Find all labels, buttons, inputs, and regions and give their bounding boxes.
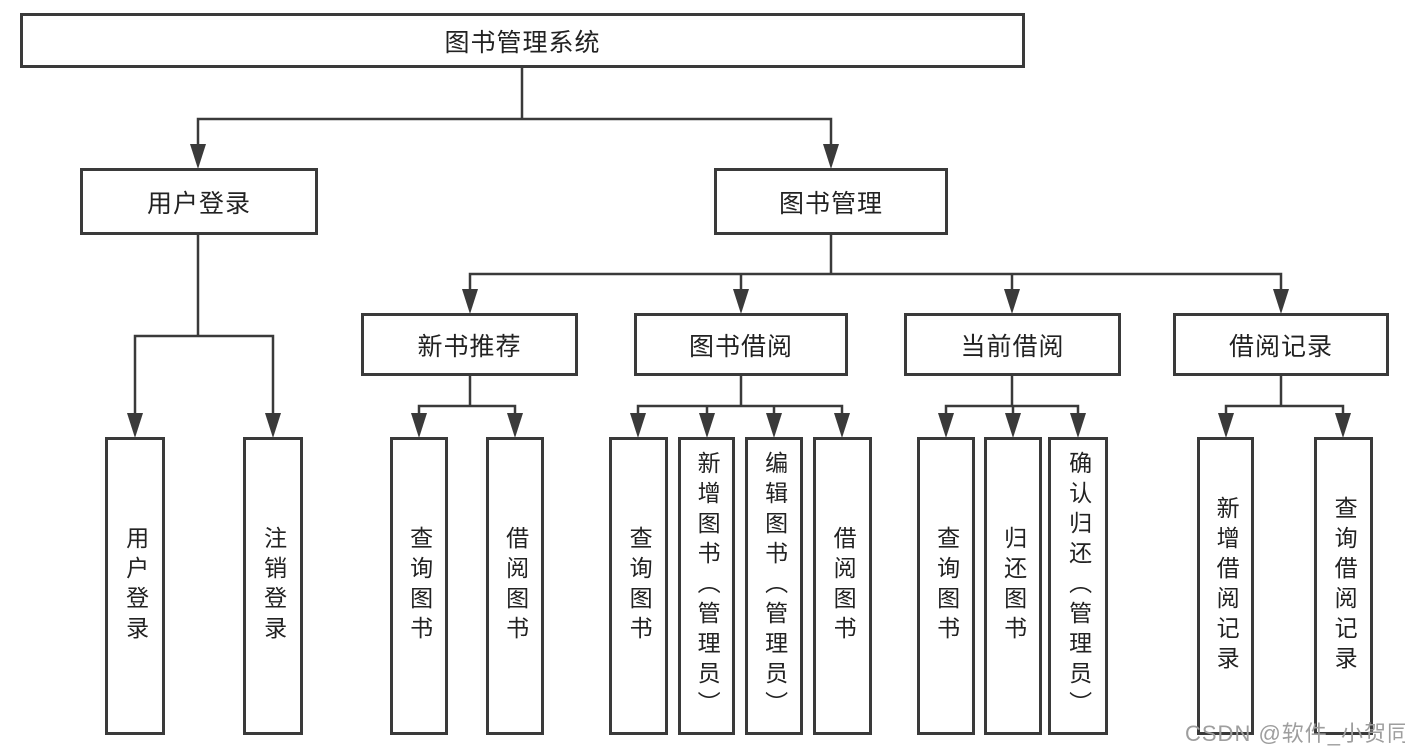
node-label: 借阅记录 <box>1228 332 1333 361</box>
node-label: 当前借阅 <box>960 332 1065 361</box>
node-label: 注销登录 <box>260 526 287 646</box>
node-label: 借阅图书 <box>502 526 529 646</box>
node-label: 图书管理 <box>778 189 883 218</box>
node-label: 查询借阅记录 <box>1331 496 1358 676</box>
node-user-login: 用户登录 <box>80 168 318 235</box>
arrowhead <box>766 413 782 438</box>
arrowhead <box>1335 413 1351 438</box>
node-label: 用户登录 <box>146 189 251 218</box>
leaf-current-confirm-return-admin: 确认归还（管理员） <box>1048 437 1108 735</box>
node-borrowing-records: 借阅记录 <box>1173 313 1389 376</box>
node-book-borrowing: 图书借阅 <box>634 313 848 376</box>
node-label: 编辑图书（管理员） <box>761 451 788 721</box>
leaf-logout: 注销登录 <box>243 437 303 735</box>
node-label: 用户登录 <box>122 526 149 646</box>
node-label: 查询图书 <box>406 526 433 646</box>
arrowhead <box>1273 289 1289 314</box>
leaf-records-query-record: 查询借阅记录 <box>1314 437 1373 735</box>
arrowhead <box>507 413 523 438</box>
arrowhead <box>190 144 206 169</box>
arrowhead <box>1004 289 1020 314</box>
arrowhead <box>733 289 749 314</box>
node-label: 借阅图书 <box>830 526 857 646</box>
node-book-management: 图书管理 <box>714 168 948 235</box>
arrowhead <box>1070 413 1086 438</box>
arrowhead <box>411 413 427 438</box>
node-label: 新增图书（管理员） <box>694 451 721 721</box>
arrowhead <box>462 289 478 314</box>
arrowhead <box>699 413 715 438</box>
arrowhead <box>823 144 839 169</box>
node-label: 查询图书 <box>933 526 960 646</box>
arrowhead <box>630 413 646 438</box>
node-library-system: 图书管理系统 <box>20 13 1025 68</box>
leaf-current-return-books: 归还图书 <box>984 437 1042 735</box>
node-label: 图书借阅 <box>688 332 793 361</box>
arrowhead <box>938 413 954 438</box>
connector-edges <box>133 66 1345 417</box>
arrowhead <box>1005 413 1021 438</box>
arrowheads <box>127 144 1351 438</box>
arrowhead <box>1218 413 1234 438</box>
leaf-borrowing-borrow-books: 借阅图书 <box>813 437 872 735</box>
node-current-borrowing: 当前借阅 <box>904 313 1121 376</box>
node-label: 确认归还（管理员） <box>1065 451 1092 721</box>
node-label: 新书推荐 <box>417 332 522 361</box>
node-label: 新增借阅记录 <box>1213 496 1240 676</box>
arrowhead <box>127 413 143 438</box>
node-label: 查询图书 <box>626 526 653 646</box>
leaf-borrowing-add-books-admin: 新增图书（管理员） <box>678 437 735 735</box>
node-label: 归还图书 <box>1000 526 1027 646</box>
node-new-book-recommend: 新书推荐 <box>361 313 578 376</box>
leaf-recommend-borrow-books: 借阅图书 <box>486 437 544 735</box>
node-label: 图书管理系统 <box>444 28 601 57</box>
arrowhead <box>834 413 850 438</box>
leaf-recommend-query-books: 查询图书 <box>390 437 448 735</box>
leaf-borrowing-query-books: 查询图书 <box>609 437 668 735</box>
arrowhead <box>265 413 281 438</box>
leaf-user-login: 用户登录 <box>105 437 165 735</box>
leaf-borrowing-edit-books-admin: 编辑图书（管理员） <box>745 437 803 735</box>
leaf-records-add-record: 新增借阅记录 <box>1197 437 1254 735</box>
leaf-current-query-books: 查询图书 <box>917 437 975 735</box>
